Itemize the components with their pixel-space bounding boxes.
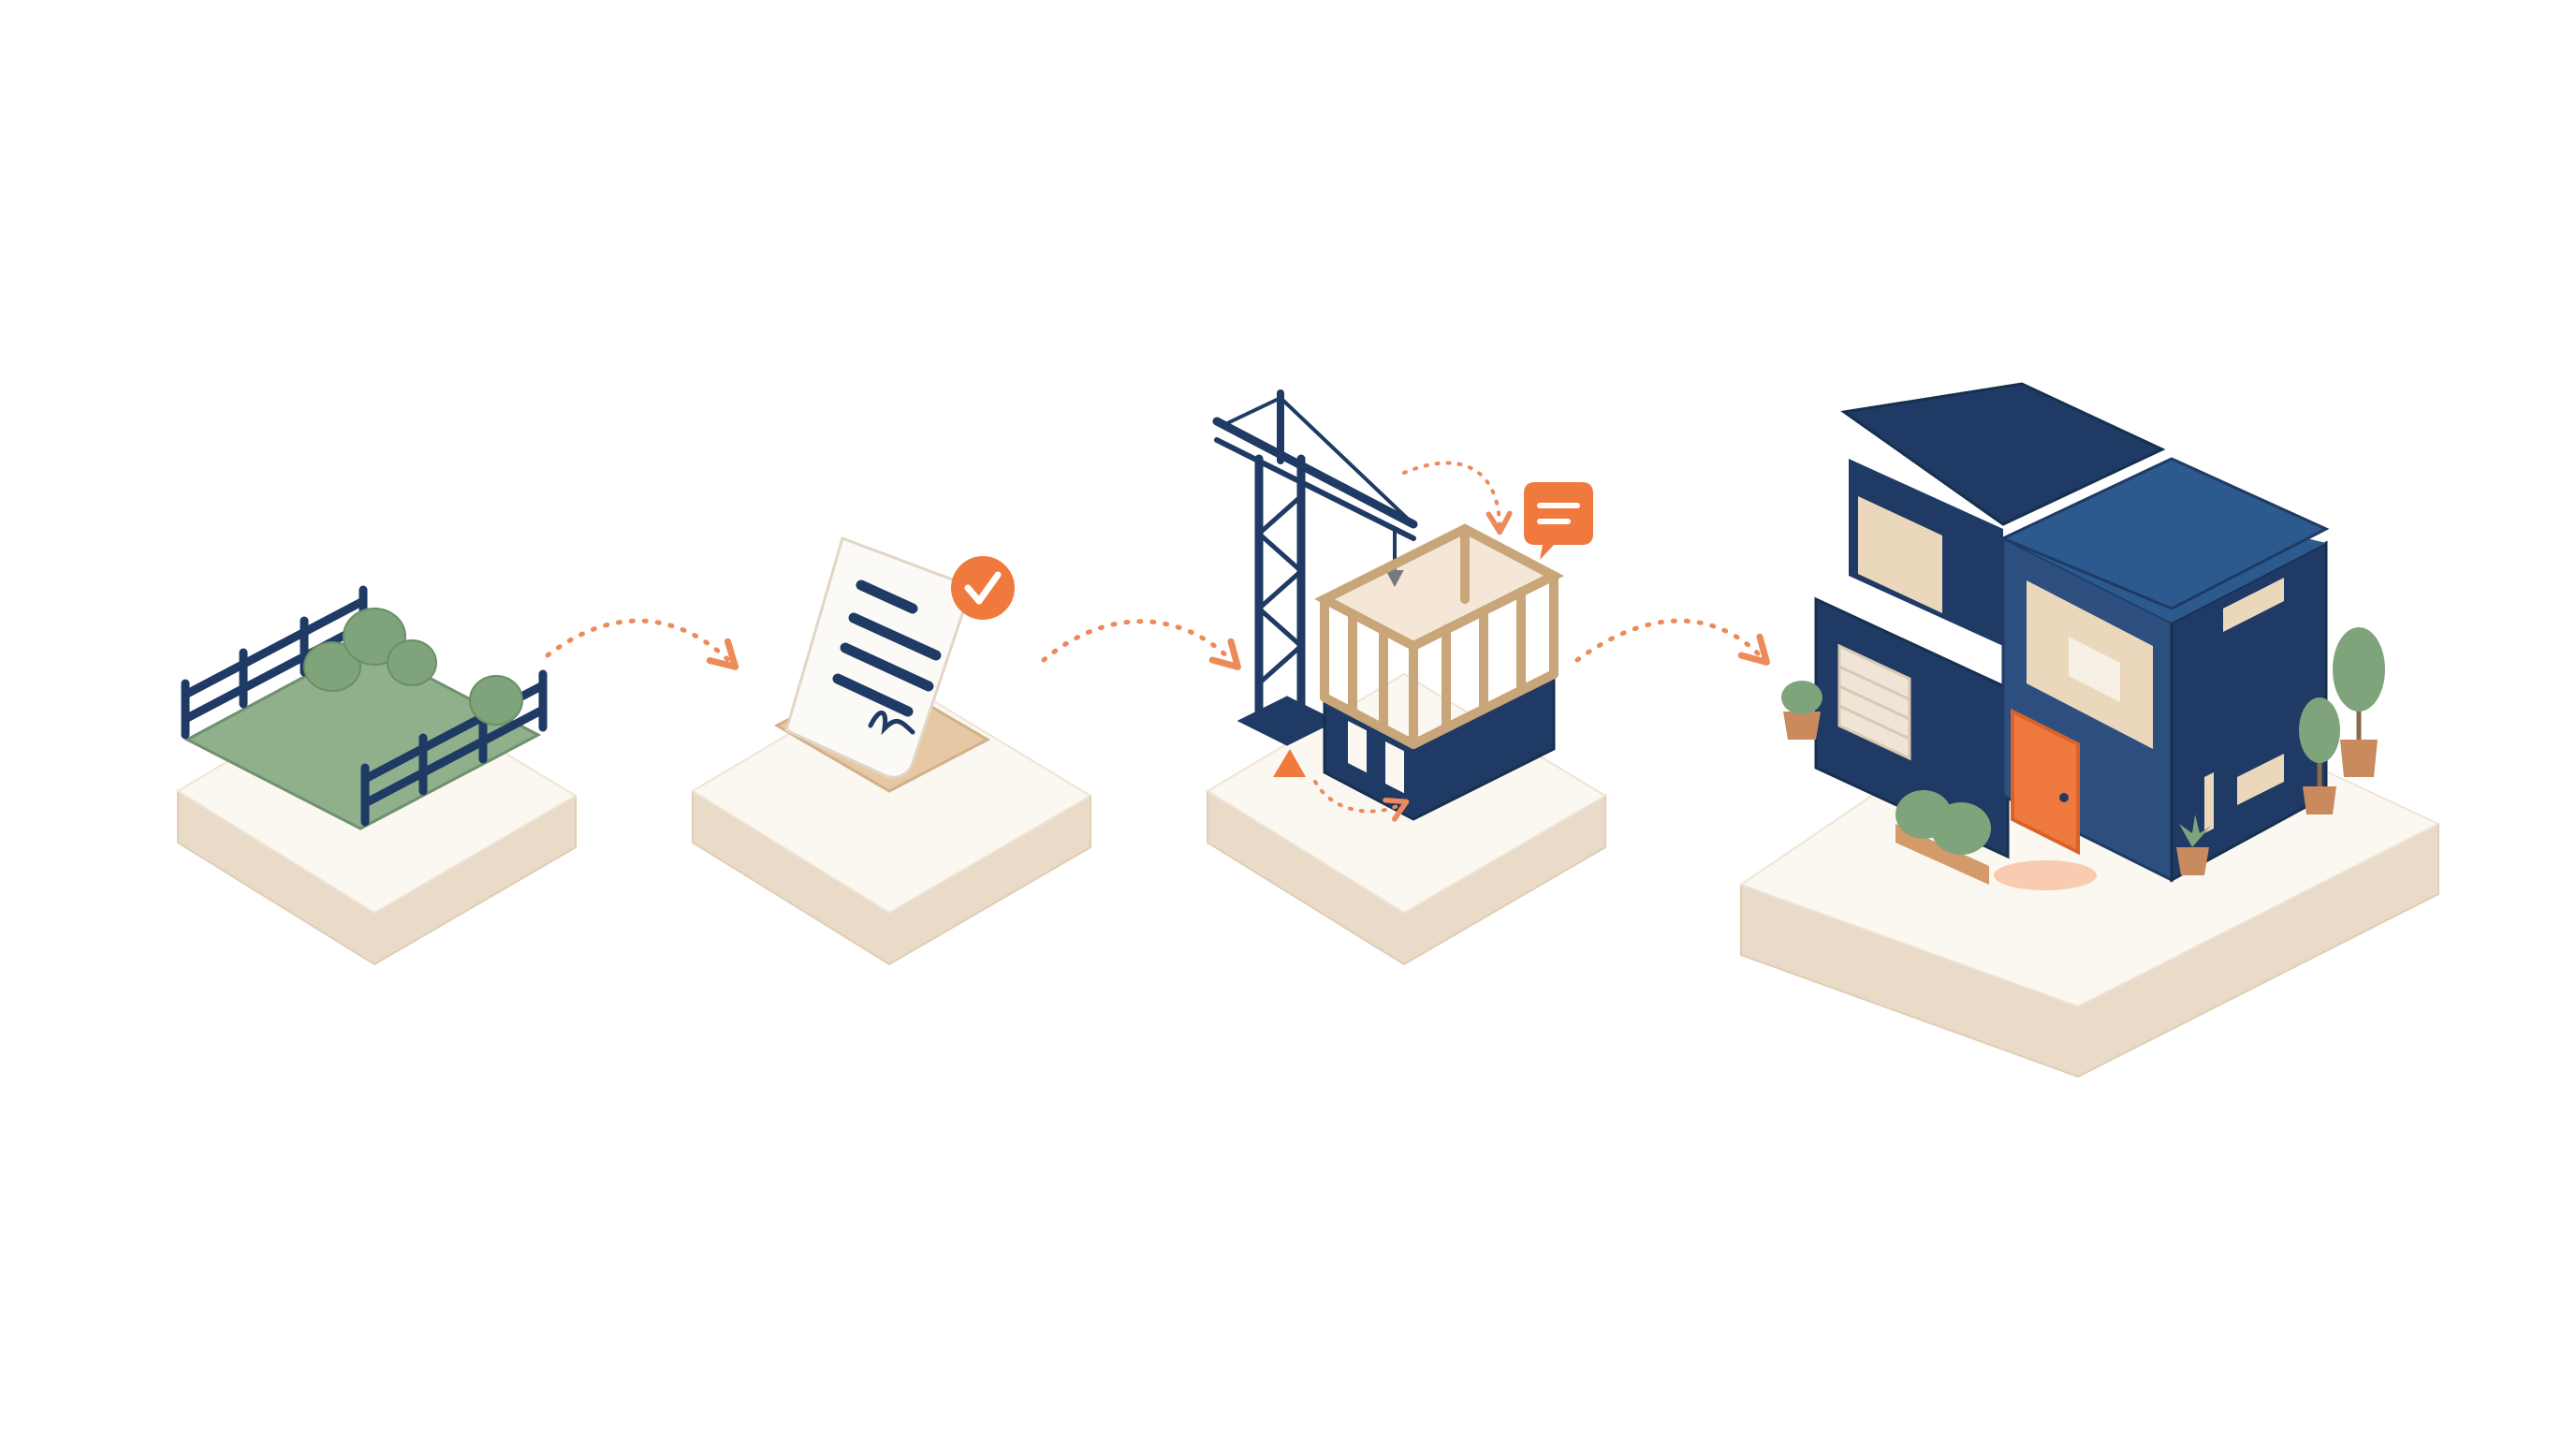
step-contract <box>691 536 1092 966</box>
loop-arrow-top <box>1402 461 1513 536</box>
loop-arrow-bottom <box>1313 780 1410 822</box>
crane-construction-icon <box>1212 389 1593 822</box>
signed-document-icon <box>773 536 1015 793</box>
potted-plant-left <box>1781 681 1822 740</box>
planter-bush <box>1895 790 1991 885</box>
front-door <box>2011 708 2080 856</box>
fenced-land-plot-icon <box>181 585 548 830</box>
step-land <box>176 585 578 966</box>
step-construction <box>1206 389 1607 966</box>
step-house <box>1738 382 2441 1078</box>
connector-arrow-2 <box>1041 619 1241 670</box>
signature-mark <box>868 711 915 736</box>
connector-arrow-1 <box>545 618 739 670</box>
chat-bubble-icon <box>1524 482 1593 560</box>
connector-arrow-3 <box>1574 618 1770 666</box>
crane-icon <box>1212 389 1418 746</box>
traffic-cone-icon <box>1273 749 1306 777</box>
check-badge-icon <box>951 556 1015 620</box>
timber-frame <box>1314 523 1564 749</box>
potted-tree-right <box>2299 627 2385 814</box>
potted-succulent <box>2176 814 2211 875</box>
finished-house-icon <box>1781 382 2385 890</box>
